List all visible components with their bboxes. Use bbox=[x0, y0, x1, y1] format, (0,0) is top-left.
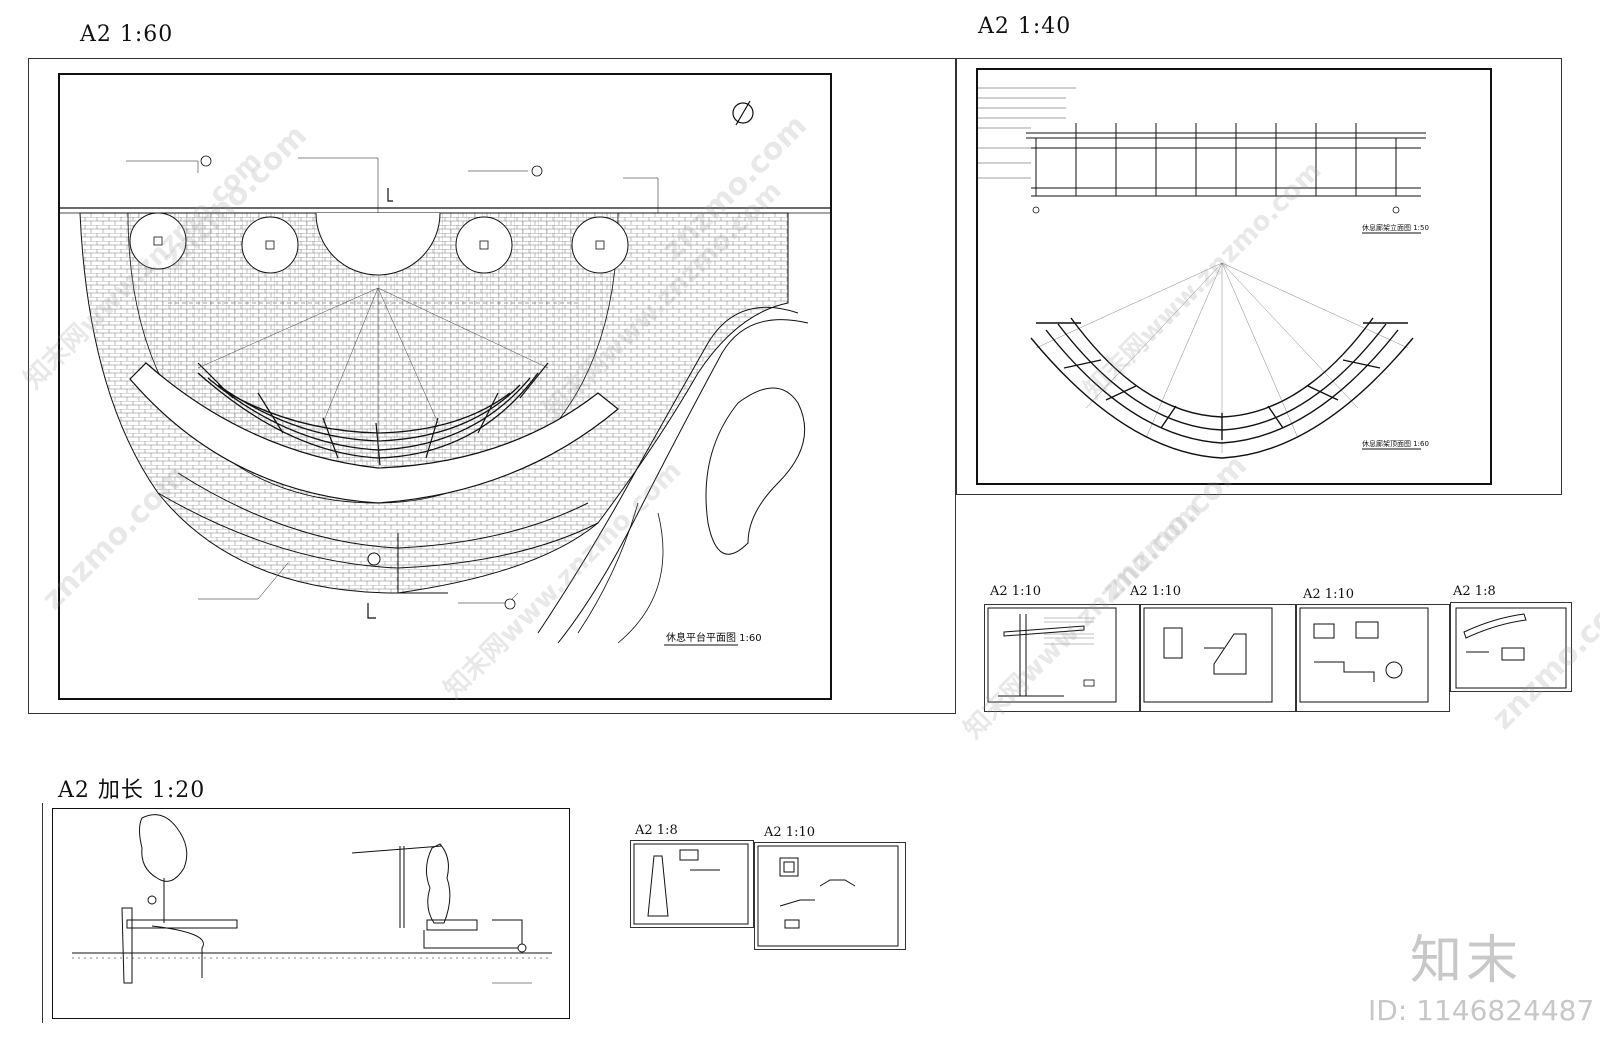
sheet-label-detail5: A2 1:8 bbox=[635, 823, 678, 838]
detail6-sheet bbox=[754, 842, 906, 950]
extended-sheet-frame bbox=[42, 803, 43, 1023]
main-plan-title: 休息平台平面图 1:60 bbox=[666, 631, 762, 644]
sheet-label-detail6: A2 1:10 bbox=[764, 825, 815, 840]
main-plan-drawing-border bbox=[58, 73, 832, 700]
sheet-label-detail1: A2 1:10 bbox=[990, 584, 1041, 599]
elevation-drawing: 休息廊架立面图 1:50 休息廊架顶面图 1:60 bbox=[976, 87, 1429, 459]
main-plan-sheet-frame bbox=[28, 58, 956, 714]
elevation-drawing-border bbox=[976, 68, 1492, 485]
detail-row-drawings bbox=[987, 607, 1567, 703]
sheet-label-detail2: A2 1:10 bbox=[1130, 584, 1181, 599]
elevation-title: 休息廊架立面图 1:50 bbox=[1362, 223, 1429, 232]
detail4-sheet bbox=[1450, 602, 1572, 692]
sheet-label-elevation: A2 1:40 bbox=[978, 14, 1072, 39]
extended-elevation-drawing bbox=[72, 814, 552, 984]
detail2-sheet bbox=[1140, 604, 1296, 712]
detail1-sheet bbox=[984, 604, 1140, 712]
elevation-sheet-frame bbox=[956, 58, 1562, 495]
brand-logo: 知末 bbox=[1410, 931, 1523, 991]
extended-drawing-border bbox=[52, 808, 570, 1019]
brand-id: ID: 1146824487 bbox=[1368, 994, 1595, 1027]
detail5-sheet bbox=[630, 840, 754, 928]
bottom-detail-drawings bbox=[633, 843, 899, 947]
detail3-sheet bbox=[1296, 604, 1450, 712]
sheet-label-extended: A2 加长 1:20 bbox=[58, 778, 206, 803]
sheet-label-detail3: A2 1:10 bbox=[1303, 587, 1354, 602]
sheet-label-detail4: A2 1:8 bbox=[1453, 584, 1496, 599]
sheet-label-main-plan: A2 1:60 bbox=[80, 22, 174, 47]
topview-title: 休息廊架顶面图 1:60 bbox=[1362, 439, 1429, 448]
main-plan-drawing: 休息平台平面图 1:60 bbox=[58, 100, 832, 646]
pond-outline bbox=[705, 387, 806, 555]
